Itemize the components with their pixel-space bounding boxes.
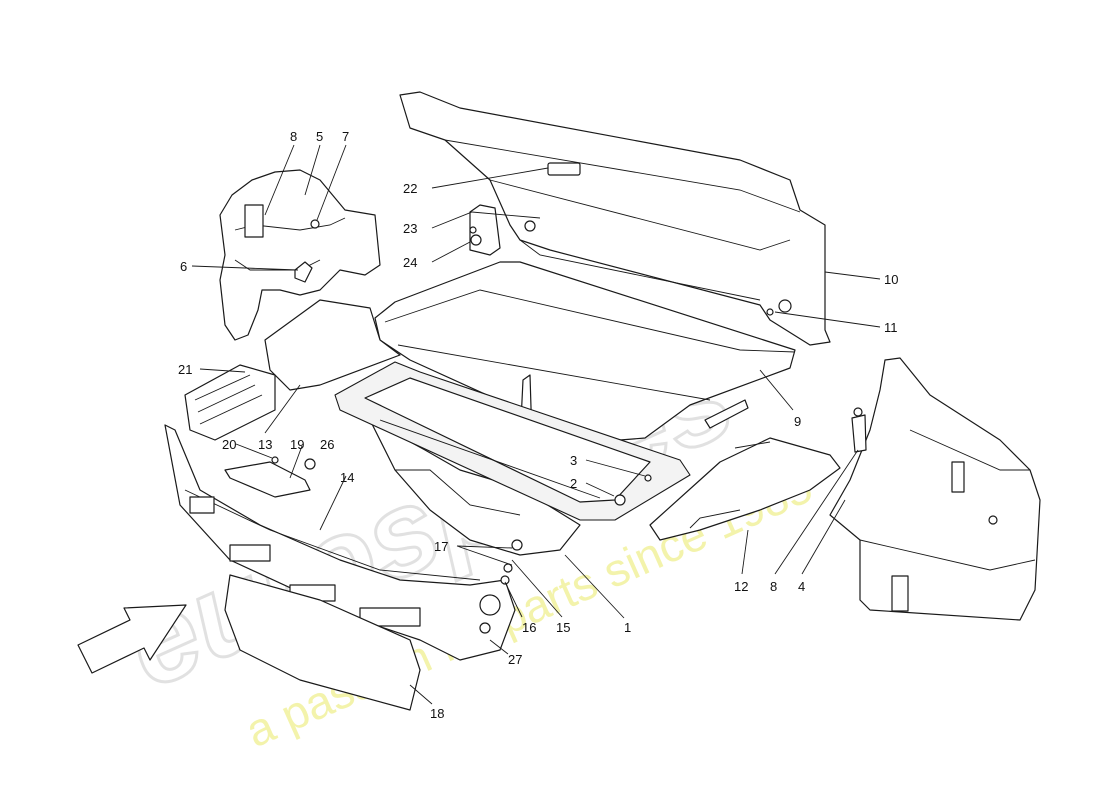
part-18-lower-cover[interactable]	[224, 574, 421, 711]
fastener-2[interactable]	[614, 494, 626, 506]
callout-8: 8	[290, 129, 297, 144]
fastener-16[interactable]	[500, 575, 510, 585]
part-4-side-panel[interactable]	[829, 357, 1041, 621]
callout-21: 21	[178, 362, 192, 377]
part-13-carpet[interactable]	[264, 299, 401, 391]
fastener-17[interactable]	[511, 539, 523, 551]
callout-13: 13	[258, 437, 272, 452]
part-23-bracket[interactable]	[469, 204, 501, 256]
callout-23: 23	[403, 221, 417, 236]
fastener-20[interactable]	[271, 456, 279, 464]
callout-4: 4	[798, 579, 805, 594]
callout-9: 9	[794, 414, 801, 429]
direction-arrow-icon	[77, 604, 187, 674]
fastener-24[interactable]	[469, 226, 477, 234]
callout-19: 19	[290, 437, 304, 452]
fastener-15[interactable]	[503, 563, 513, 573]
part-8-latch-right[interactable]	[851, 407, 867, 453]
callout-8-right: 8	[770, 579, 777, 594]
callout-18: 18	[430, 706, 444, 721]
callout-1: 1	[624, 620, 631, 635]
part-1-trunk-well[interactable]	[369, 419, 581, 556]
fastener-26[interactable]	[304, 458, 316, 470]
callout-16: 16	[522, 620, 536, 635]
leader-lines	[191, 144, 881, 705]
callout-14: 14	[340, 470, 354, 485]
callout-5: 5	[316, 129, 323, 144]
callout-11: 11	[884, 320, 898, 335]
callout-26: 26	[320, 437, 334, 452]
part-5-bracket-assembly[interactable]	[219, 169, 381, 341]
part-10-rear-panel[interactable]	[399, 91, 831, 346]
callout-20: 20	[222, 437, 236, 452]
callout-22: 22	[403, 181, 417, 196]
callout-3: 3	[570, 453, 577, 468]
callout-24: 24	[403, 255, 417, 270]
fastener-11[interactable]	[766, 308, 774, 316]
callout-6: 6	[180, 259, 187, 274]
callouts: 8 5 7 6 22 23 24 10 11 9 21 20 13 19 26 …	[178, 129, 898, 721]
callout-27: 27	[508, 652, 522, 667]
callout-15: 15	[556, 620, 570, 635]
callout-17: 17	[434, 539, 448, 554]
part-19-plate[interactable]	[224, 461, 311, 498]
fasteners	[271, 226, 774, 634]
callout-12: 12	[734, 579, 748, 594]
part-tray-frame[interactable]	[334, 361, 691, 521]
part-21-vent[interactable]	[184, 364, 276, 441]
part-12-side-board[interactable]	[649, 437, 841, 541]
callout-10: 10	[884, 272, 898, 287]
fastener-3[interactable]	[644, 474, 652, 482]
callout-7: 7	[342, 129, 349, 144]
callout-2: 2	[570, 476, 577, 491]
fastener-27[interactable]	[479, 622, 491, 634]
